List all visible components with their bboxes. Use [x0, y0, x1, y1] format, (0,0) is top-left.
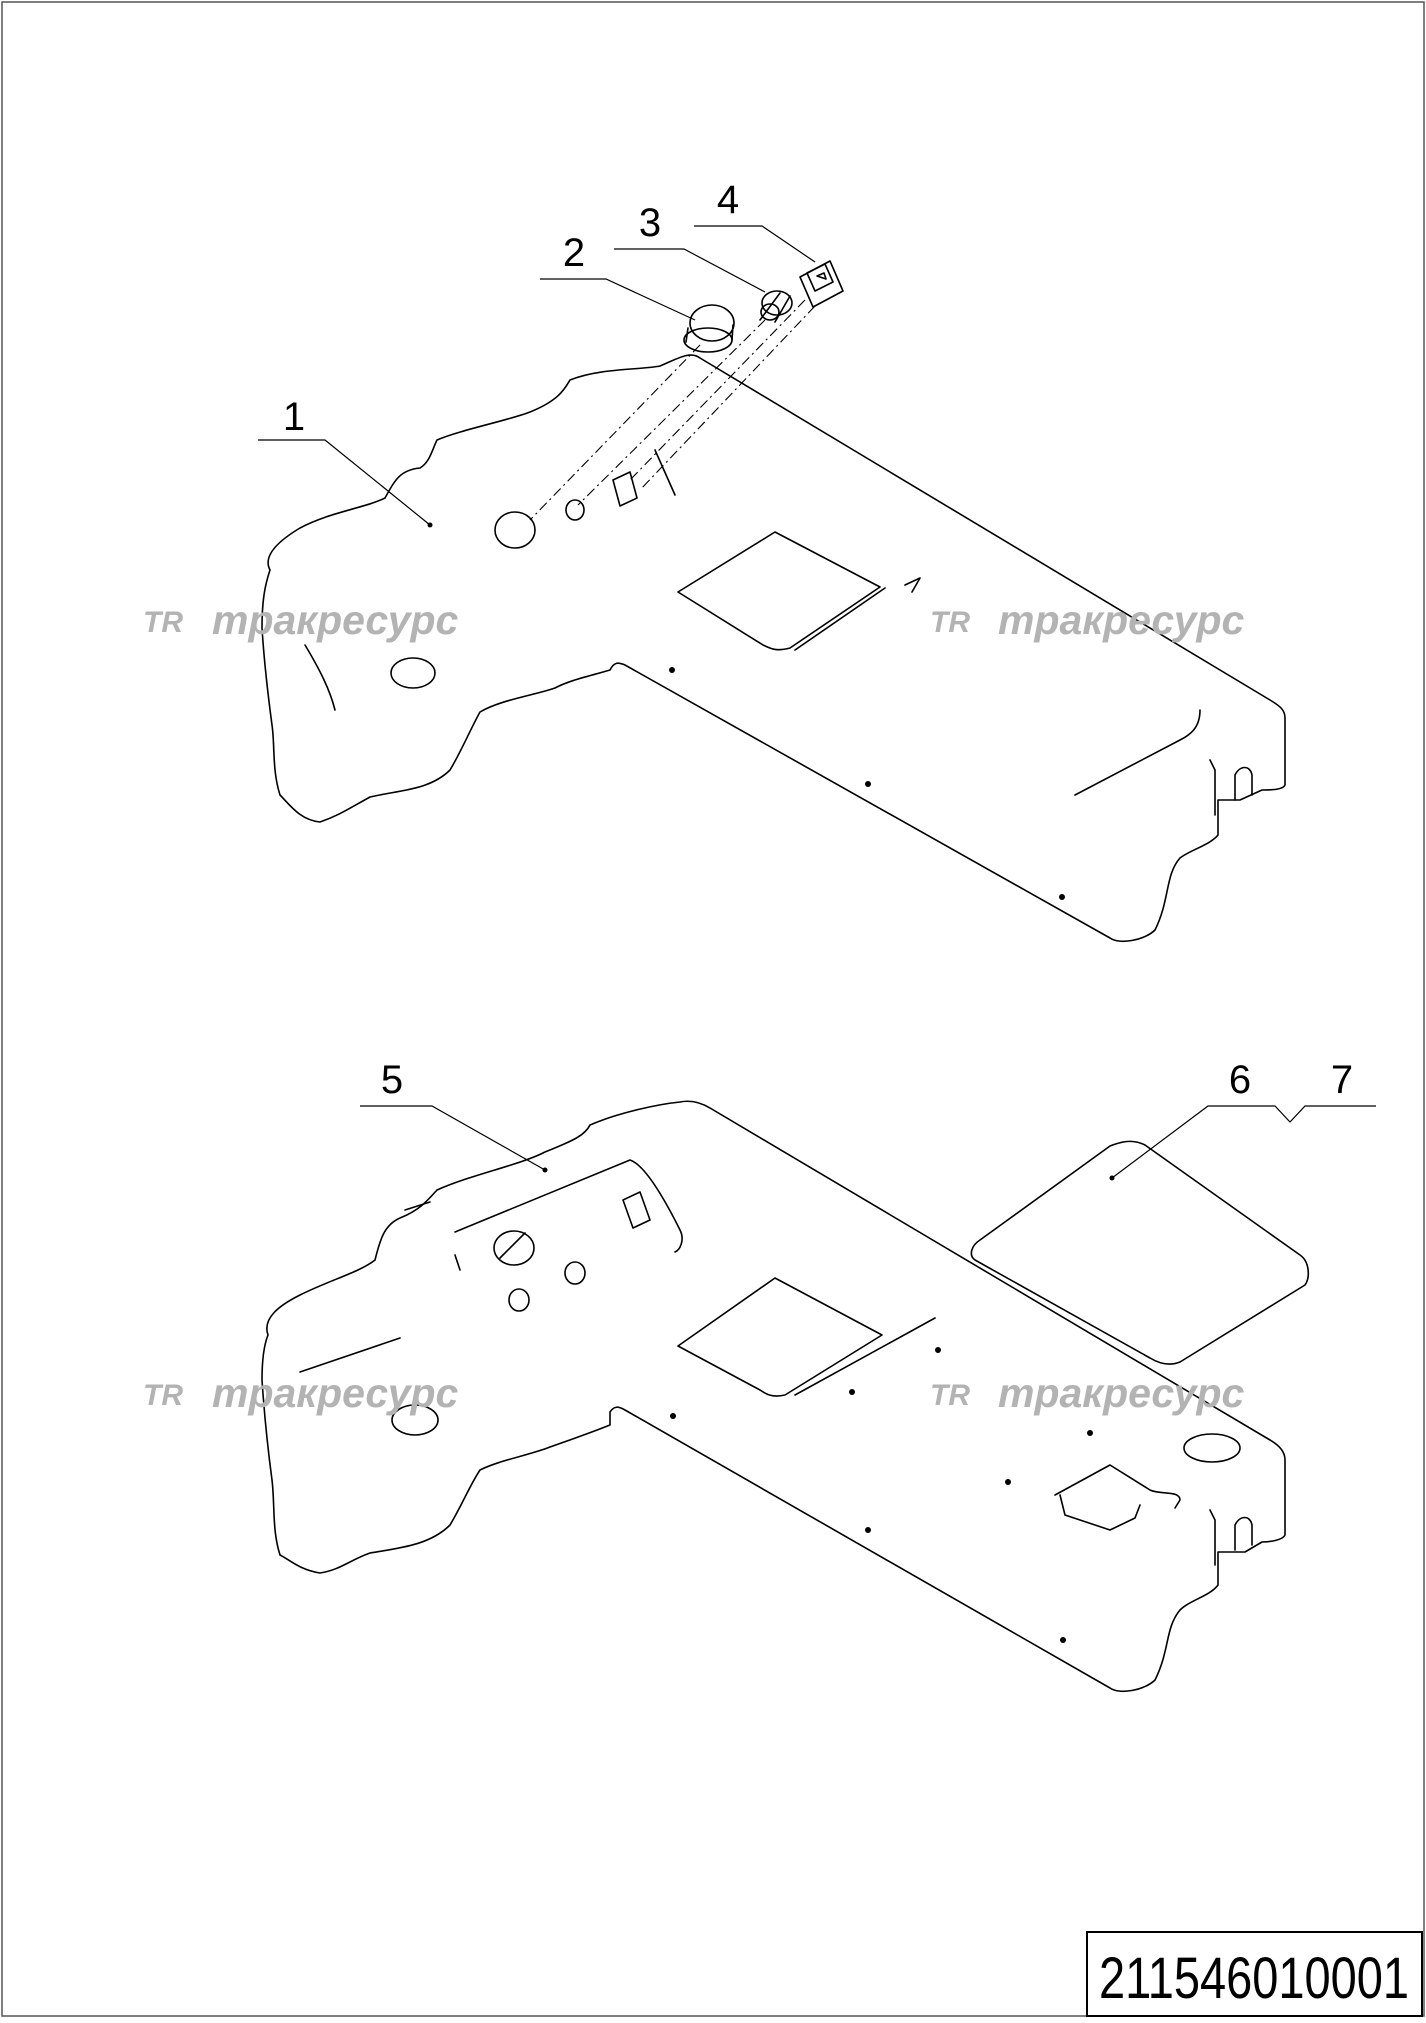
lower-assembly: 5 6 7 TR тракресурс TR тракресурс: [143, 1058, 1376, 1692]
svg-text:тракресурс: тракресурс: [998, 597, 1245, 643]
callout-1: 1: [258, 395, 431, 526]
watermark-upper-right: TR тракресурс: [930, 597, 1245, 643]
panel-1-slot-line: [654, 449, 676, 496]
document-number: 211546010001: [1099, 1946, 1409, 2011]
panel-1-outline: [261, 354, 1286, 942]
panel-1-hatch: [677, 531, 881, 651]
svg-text:TR: TR: [143, 1379, 183, 1412]
panel-1-hole-left: [390, 657, 436, 689]
assembly-line-4a: [629, 299, 806, 481]
panel-5-recess: [1054, 1464, 1181, 1509]
assembly-line-2: [529, 344, 701, 521]
callout-6-7-leader: [1111, 1105, 1376, 1179]
panel-5-hatch-edge: [794, 1317, 936, 1396]
panel-5-hatch: [677, 1277, 883, 1397]
callout-4: 4: [694, 178, 816, 263]
panel-1-notch: [1209, 759, 1253, 816]
svg-text:2: 2: [563, 231, 585, 275]
panel-5-switch-plate: [454, 1159, 683, 1253]
upper-assembly: 1 2 3 4 TR тракресурс TR тракресурс: [143, 178, 1286, 942]
watermark-upper-left: TR тракресурс: [143, 597, 459, 643]
document-number-box: 211546010001: [1086, 1931, 1423, 2017]
watermark-lower-right: TR тракресурс: [930, 1370, 1245, 1416]
svg-text:7: 7: [1331, 1058, 1353, 1102]
panel-5-outline: [261, 1100, 1286, 1692]
part-6-mat: [970, 1140, 1310, 1365]
panel-5-edge-mark: [404, 1201, 431, 1211]
panel-5-small-hole: [508, 1288, 530, 1312]
svg-text:тракресурс: тракресурс: [212, 1370, 459, 1416]
svg-text:1: 1: [283, 395, 305, 439]
assembly-line-3: [577, 319, 766, 506]
panel-5-crease: [299, 1337, 401, 1373]
panel-1-small-hole: [565, 499, 585, 521]
panel-5-round-recess: [1183, 1433, 1241, 1463]
part-2-cap: [683, 304, 735, 353]
panel-5-lamp-hole: [493, 1230, 535, 1266]
svg-text:4: 4: [717, 178, 739, 222]
panel-1-recess: [1074, 709, 1201, 796]
panel-1-mount-hole: [494, 511, 536, 549]
watermark-lower-left: TR тракресурс: [143, 1370, 459, 1416]
svg-text:TR: TR: [930, 606, 970, 639]
callout-5: 5: [360, 1058, 546, 1171]
callout-2: 2: [540, 231, 696, 321]
svg-text:тракресурс: тракресурс: [212, 597, 459, 643]
panel-1-hatch-edge: [794, 577, 921, 651]
svg-text:TR: TR: [143, 606, 183, 639]
svg-text:3: 3: [639, 201, 661, 245]
panel-5-hole-left: [391, 1404, 439, 1436]
panel-5-socket-hole: [564, 1261, 586, 1285]
svg-text:6: 6: [1229, 1058, 1251, 1102]
callout-3: 3: [614, 201, 766, 293]
assembly-line-4b: [639, 305, 816, 491]
panel-5-notch: [1209, 1509, 1253, 1566]
part-3-socket: [759, 290, 793, 323]
panel-1-crease: [304, 644, 336, 711]
svg-text:тракресурс: тракресурс: [998, 1370, 1245, 1416]
panel-5-switch-slot: [622, 1191, 651, 1229]
callout-7: 7: [1331, 1058, 1353, 1102]
panel-1-switch-slot: [612, 471, 638, 507]
part-4-switch: [799, 260, 844, 308]
callout-6: 6: [1229, 1058, 1251, 1102]
svg-text:5: 5: [381, 1058, 403, 1102]
svg-text:TR: TR: [930, 1379, 970, 1412]
